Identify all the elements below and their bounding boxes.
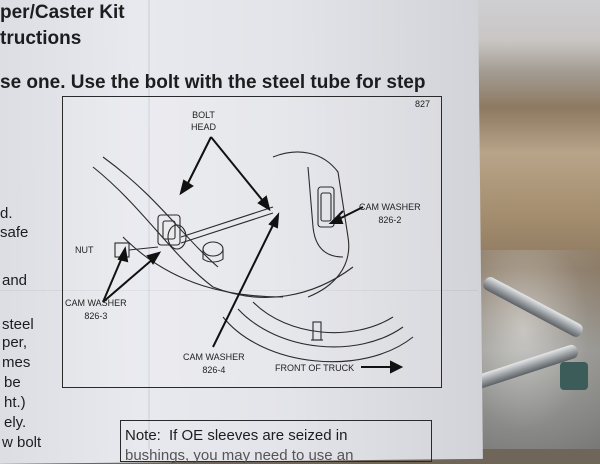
side-text: per, — [2, 334, 28, 351]
title-line-1: per/Caster Kit — [0, 2, 125, 23]
paper-fold — [0, 290, 478, 291]
side-text: ht.) — [4, 394, 26, 411]
side-text: ely. — [4, 414, 27, 431]
label-cam-washer-826-4: CAM WASHER 826-4 — [183, 352, 245, 375]
label-nut: NUT — [75, 245, 94, 255]
note-label: Note: — [125, 427, 161, 444]
note-box: Note: If OE sleeves are seized in bushin… — [120, 420, 432, 464]
label-bolt-head: BOLT HEAD — [191, 110, 217, 132]
label-cam-washer-826-2: CAM WASHER 826-2 — [359, 202, 421, 225]
side-text: d. — [0, 205, 13, 222]
side-text: steel — [2, 316, 34, 333]
note-text-2: bushings, you may need to use an — [125, 447, 354, 464]
side-text: be — [4, 374, 21, 391]
label-front-of-truck: FRONT OF TRUCK — [275, 363, 355, 373]
side-text: and — [2, 272, 28, 289]
nut-hardware — [560, 362, 588, 390]
step-line: se one. Use the bolt with the steel tube… — [0, 72, 426, 93]
note-text: If OE sleeves are seized in — [169, 427, 348, 444]
paper-fold — [148, 0, 150, 449]
suspension-diagram: 827 BOLT HEAD NUT CAM WASHER 826-2 CAM W… — [62, 96, 442, 388]
side-text: safe — [0, 224, 29, 241]
side-text: mes — [2, 354, 31, 371]
diagram-number: 827 — [415, 99, 431, 109]
title-line-2: tructions — [0, 28, 82, 49]
diagram-drawing — [92, 136, 414, 374]
label-cam-washer-826-3: CAM WASHER 826-3 — [65, 298, 127, 321]
side-text: w bolt — [2, 434, 42, 451]
